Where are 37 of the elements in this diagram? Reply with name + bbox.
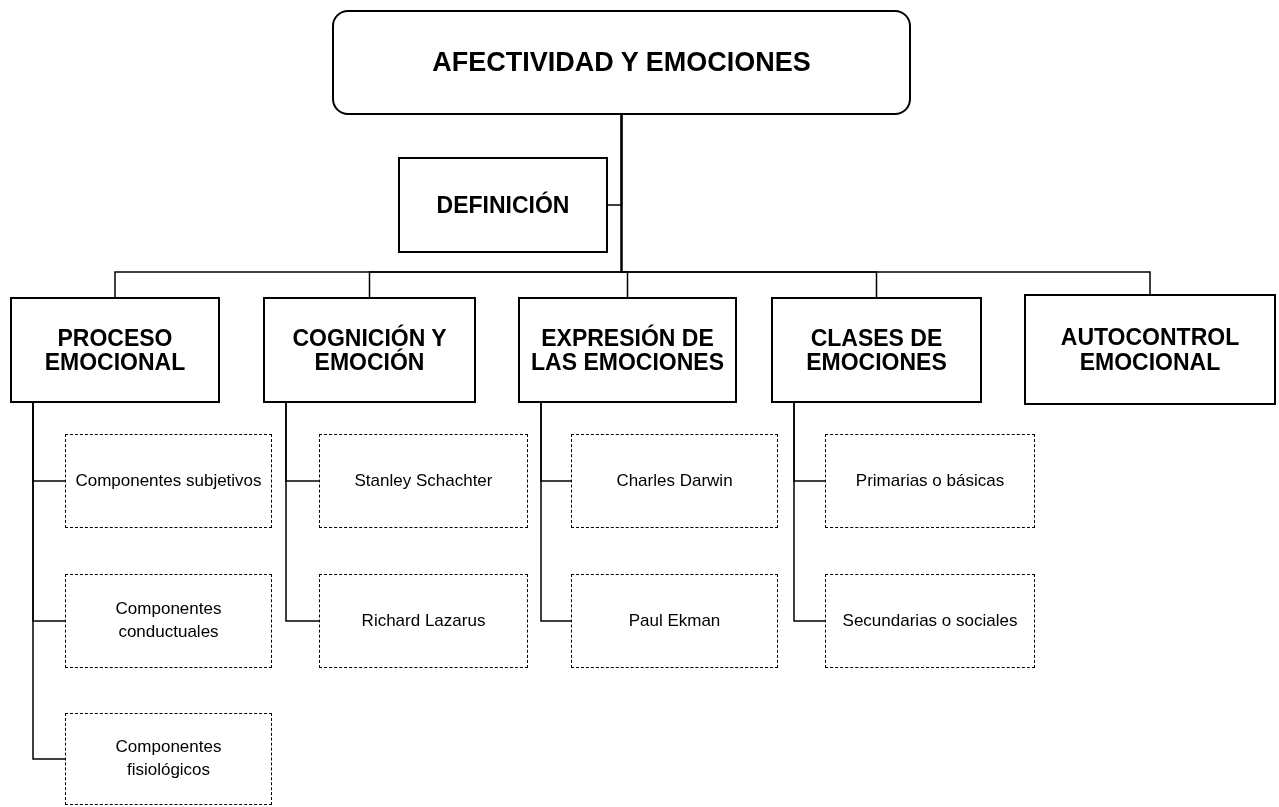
subtopic-box [571,574,778,668]
node-label: AUTOCONTROL EMOCIONAL [1059,325,1241,374]
node-label: CLASES DE EMOCIONES [805,325,948,375]
topic-box [398,157,608,253]
subtopic-box [571,434,778,528]
subtopic-box [319,574,528,668]
connector-line [540,402,572,622]
subtopic-box [65,713,272,805]
connector-line [32,402,66,760]
title-box [332,10,911,115]
node-label: AFECTIVIDAD Y EMOCIONES [432,46,811,80]
node-label: PROCESO EMOCIONAL [43,325,187,375]
topic-box [771,297,982,403]
node-label: Primarias o básicas [855,469,1005,492]
subtopic-box [825,574,1035,668]
node-label: EXPRESIÓN DE LAS EMOCIONES [530,325,725,375]
node-label: DEFINICIÓN [436,192,570,218]
topic-box [1024,294,1276,405]
connector-line [620,114,1151,295]
node-label: COGNICIÓN Y EMOCIÓN [291,325,448,375]
subtopic-box [65,434,272,528]
topic-box [518,297,737,403]
node-label: Componentes subjetivos [75,469,262,492]
node-label: Charles Darwin [616,469,733,492]
node-label: Secundarias o sociales [842,609,1018,632]
connector-line [793,402,826,622]
connector-line [285,402,320,622]
node-label: Componentes conductuales [114,598,223,643]
node-label: Stanley Schachter [354,469,493,492]
node-label: Paul Ekman [628,609,721,632]
subtopic-box [65,574,272,668]
topic-box [263,297,476,403]
node-label: Componentes fisiológicos [114,736,223,781]
topic-box [10,297,220,403]
subtopic-box [825,434,1035,528]
subtopic-box [319,434,528,528]
node-label: Richard Lazarus [361,609,486,632]
